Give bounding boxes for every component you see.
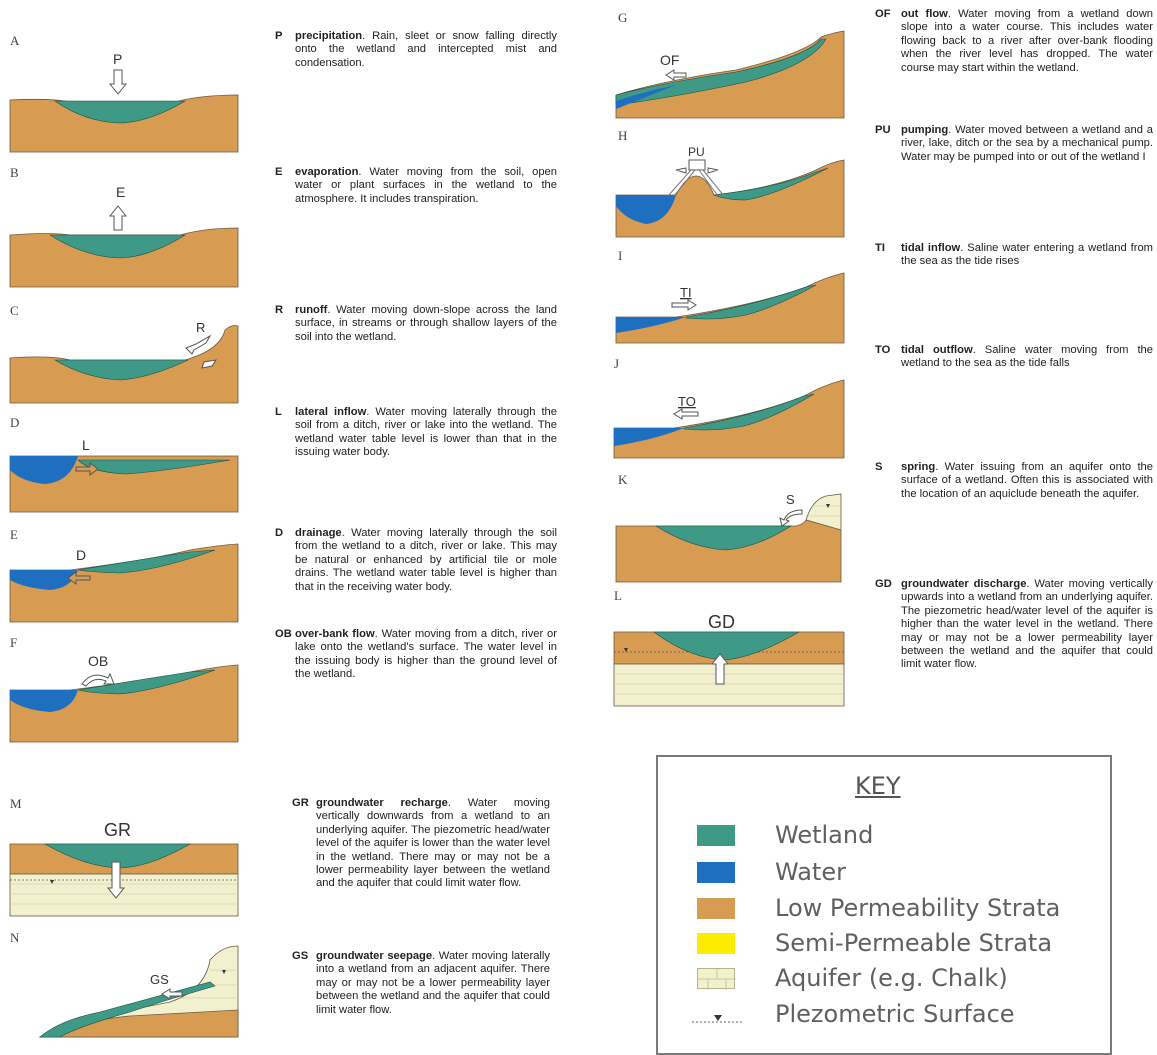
description-spring: S spring. Water issuing from an aquifer … [875,461,1153,500]
diagram-letter-f: F [10,635,18,650]
diagram-letter-e: E [10,527,18,542]
description-pumping: PU pumping. Water moved between a wetlan… [875,124,1153,163]
diagram-letter-b: B [10,165,19,180]
diagram-l-label: GD [708,612,735,632]
description-runoff: R runoff. Water moving down-slope across… [275,304,557,343]
legend-swatch-water [697,862,735,883]
description-groundwater-seepage: GS groundwater seepage. Water moving lat… [292,950,550,1016]
diagram-a-label: P [113,51,122,67]
diagram-h-pumping: PU [615,145,845,238]
curved-arrow-icon [81,672,115,687]
diagram-letter-h: H [618,128,628,143]
arrow-diagonal-icon-2 [201,359,218,369]
legend-label-aquifer: Aquifer (e.g. Chalk) [775,964,1008,992]
diagram-e-drainage: D [9,543,239,623]
legend-label-semi-permeable: Semi-Permeable Strata [775,929,1053,957]
diagram-f-label: OB [88,653,108,669]
diagram-g-out-flow: OF [615,30,845,119]
legend-swatch-aquifer [697,968,736,990]
diagram-n-label: GS [150,972,169,987]
diagram-d-lateral-inflow: L [9,437,239,513]
diagram-b-label: E [116,184,125,200]
arrow-diagonal-icon [185,334,212,355]
description-precipitation: P precipitation. Rain, sleet or snow fal… [275,30,557,69]
diagram-k-label: S [786,492,795,507]
description-tidal-outflow: TO tidal outflow. Saline water moving fr… [875,344,1153,370]
diagram-k-spring: S [615,492,842,583]
arrow-up-icon [710,653,730,685]
legend-swatch-semi-permeable [697,933,735,954]
diagram-n-groundwater-seepage: GS [38,945,239,1038]
arrow-right-icon [75,462,99,476]
diagram-letter-a: A [10,33,20,48]
description-lateral-inflow: L lateral inflow. Water moving laterally… [275,406,557,459]
pump-icon [688,159,706,171]
arrow-down-icon [108,69,128,95]
diagram-g-label: OF [660,52,679,68]
arrow-right-icon [671,299,697,311]
curved-arrow-icon [779,509,803,527]
arrow-left-icon [673,408,699,420]
diagram-letter-g: G [618,10,628,25]
description-tidal-inflow: TI tidal inflow. Saline water entering a… [875,242,1153,268]
diagram-letter-l: L [614,588,622,603]
piezometric-surface-icon [692,1015,742,1023]
description-drainage: D drainage. Water moving laterally throu… [275,527,557,593]
diagram-d-label: L [82,437,90,453]
arrow-up-icon [108,205,128,231]
diagram-a-precipitation: P [9,51,239,153]
diagram-c-label: R [196,320,205,335]
arrow-left-icon [67,571,91,585]
legend-swatch-low-permeability [697,898,735,919]
diagram-letter-i: I [618,248,623,263]
diagram-letter-k: K [618,472,628,487]
diagram-m-label: GR [104,820,131,840]
legend-swatch-wetland [697,825,735,846]
arrow-left-icon [161,988,183,1000]
description-groundwater-discharge: GD groundwater discharge. Water moving v… [875,578,1153,671]
description-groundwater-recharge: GR groundwater recharge. Water moving ve… [292,797,550,890]
legend-label-piezometric: Plezometric Surface [775,1000,1015,1028]
description-over-bank-flow: OB over-bank flow. Water moving from a d… [275,628,557,681]
diagram-j-tidal-outflow: TO [613,379,845,459]
description-evaporation: E evaporation. Water moving from the soi… [275,166,557,205]
diagram-c-runoff: R [9,320,239,404]
diagram-i-tidal-inflow: TI [615,272,845,344]
diagram-letter-j: J [614,356,620,371]
legend-label-water: Water [775,858,846,886]
arrow-left-icon [665,69,687,81]
diagram-l-groundwater-discharge: GD [613,612,845,707]
diagram-f-over-bank-flow: OB [9,653,239,743]
diagram-i-label: TI [680,285,692,300]
diagram-j-label: TO [678,394,696,409]
diagram-b-evaporation: E [9,184,239,288]
diagram-h-label: PU [688,145,705,159]
diagram-e-label: D [76,547,86,563]
aquifer-pattern-icon [698,969,736,990]
legend-title: KEY [855,772,901,800]
diagram-letter-d: D [10,415,20,430]
description-out-flow: OF out flow. Water moving from a wetland… [875,8,1153,74]
diagram-letter-m: M [10,796,22,811]
arrow-down-icon [106,861,126,899]
legend-label-low-permeability: Low Permeability Strata [775,894,1061,922]
diagram-m-groundwater-recharge: GR [9,820,239,917]
diagram-letter-c: C [10,303,19,318]
legend-label-wetland: Wetland [775,821,874,849]
diagram-letter-n: N [10,930,20,945]
